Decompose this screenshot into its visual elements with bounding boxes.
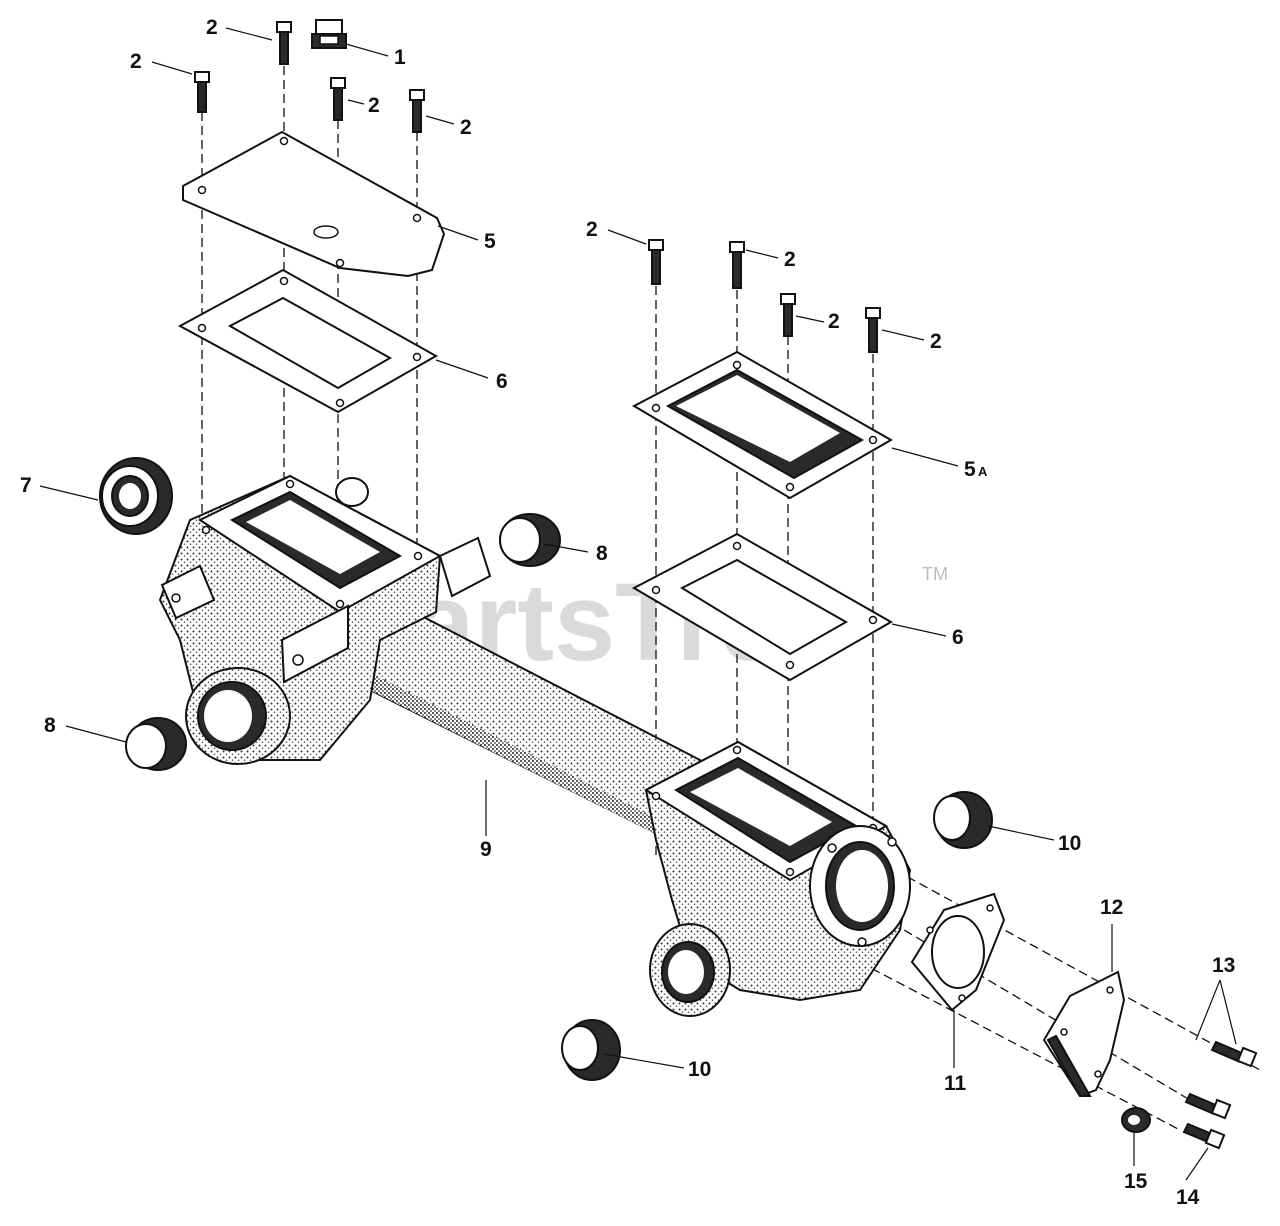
callout-10-b: 10 [688, 1058, 711, 1081]
callout-6-b: 6 [952, 626, 964, 649]
bolt-2f [729, 241, 745, 289]
callout-5a-suffix: A [978, 464, 988, 479]
cover-plate-5a [631, 350, 894, 500]
gasket-6-right [631, 532, 894, 682]
callout-2-a: 2 [206, 16, 218, 39]
callout-2-c: 2 [368, 94, 380, 117]
bolt-2a [194, 71, 210, 113]
callout-15: 15 [1124, 1170, 1148, 1193]
callout-9: 9 [480, 838, 492, 861]
bearing-10-upper [933, 791, 993, 849]
bolts-13-14 [1182, 1040, 1258, 1150]
callout-10-a: 10 [1058, 832, 1081, 855]
gasket-11 [910, 892, 1006, 1012]
callout-7: 7 [20, 474, 32, 497]
callout-2-b: 2 [130, 50, 142, 73]
bearing-10-lower [561, 1019, 621, 1081]
bearing-8-lower [125, 717, 187, 771]
bearing-8-upper [499, 513, 561, 567]
callout-2-h: 2 [930, 330, 942, 353]
seal-7 [99, 457, 173, 535]
bolt-2b [276, 21, 292, 65]
gasket-6-left [177, 268, 439, 414]
callout-13: 13 [1212, 954, 1235, 977]
callout-11: 11 [944, 1072, 967, 1095]
watermark-tm: TM [922, 564, 948, 584]
callout-2-g: 2 [828, 310, 840, 333]
cover-12 [1042, 970, 1126, 1098]
callout-2-d: 2 [460, 116, 472, 139]
plug-1 [311, 19, 347, 49]
callout-5a: 5 [964, 458, 976, 481]
bolt-2e [648, 239, 664, 285]
bolt-2h [865, 307, 881, 353]
callout-1: 1 [394, 46, 406, 69]
leader-lines [39, 27, 1237, 1181]
callout-8-a: 8 [596, 542, 608, 565]
callout-6-a: 6 [496, 370, 508, 393]
bolt-2g [780, 293, 796, 337]
bolt-2c [330, 77, 346, 121]
callout-2-f: 2 [784, 248, 796, 271]
callout-14: 14 [1176, 1186, 1200, 1209]
callouts: 2 2 1 2 2 5 6 7 8 8 9 2 2 2 2 5 A 6 10 1… [20, 16, 1235, 1209]
callout-2-e: 2 [586, 218, 598, 241]
callout-8-b: 8 [44, 714, 56, 737]
washer-15 [1121, 1107, 1151, 1133]
bolt-2d [409, 89, 425, 133]
callout-5: 5 [484, 230, 496, 253]
axle-housing-9 [158, 474, 912, 1017]
cover-plate-5 [182, 130, 446, 278]
bolts [194, 21, 881, 353]
callout-12: 12 [1100, 896, 1123, 919]
